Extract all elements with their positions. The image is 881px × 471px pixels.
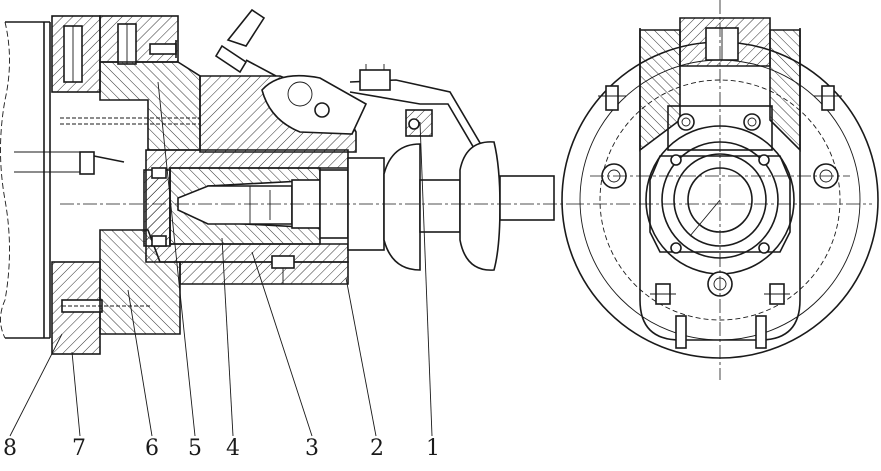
section-view [0,8,570,355]
label-part-6: 6 [145,436,159,461]
label-part-3: 3 [305,436,319,461]
label-part-5: 5 [188,436,202,461]
label-part-4: 4 [226,436,240,461]
fixture-body [60,61,201,335]
label-part-2: 2 [370,436,384,461]
workpiece-shaft [347,109,555,271]
end-view [561,0,879,380]
housing [179,8,497,285]
part-callouts: 8 7 6 5 4 3 2 1 [3,81,440,461]
label-part-8: 8 [3,436,17,461]
label-part-7: 7 [72,436,86,461]
top-bolt-block [99,15,179,65]
machine-spindle [0,21,82,339]
label-part-1: 1 [426,436,440,461]
